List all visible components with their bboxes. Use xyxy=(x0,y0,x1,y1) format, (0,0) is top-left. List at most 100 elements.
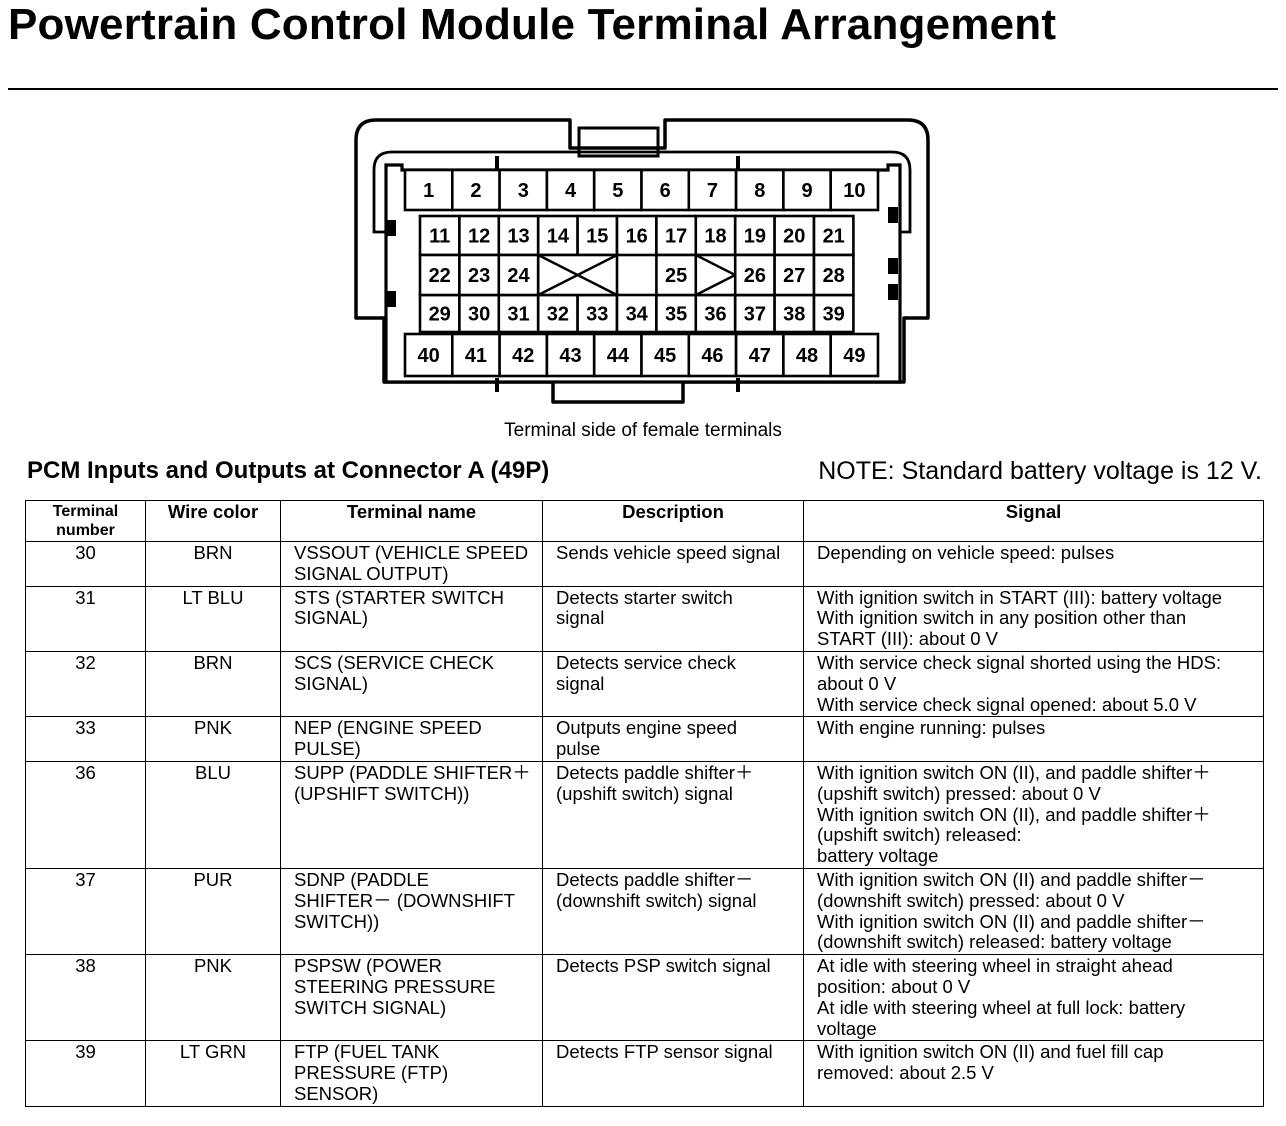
connector-outer-shell xyxy=(354,118,930,404)
terminal-46: 46 xyxy=(687,332,738,378)
terminal-29: 29 xyxy=(418,293,461,334)
terminal-number: 14 xyxy=(547,226,570,248)
terminal-27: 27 xyxy=(773,253,816,297)
terminal-6: 6 xyxy=(640,168,691,212)
terminal-38: 38 xyxy=(773,293,816,334)
terminal-number: 25 xyxy=(665,265,687,287)
terminal-number: 3 xyxy=(518,180,529,202)
terminal-20: 20 xyxy=(773,214,816,257)
pcm-io-table: Terminal number Wire color Terminal name… xyxy=(25,500,1264,1107)
terminal-3: 3 xyxy=(498,168,549,212)
terminal-number: 31 xyxy=(507,304,529,326)
terminal-45: 45 xyxy=(640,332,691,378)
terminal-number: 48 xyxy=(796,345,818,367)
terminal-name-cell: SUPP (PADDLE SHIFTER＋(UPSHIFT SWITCH)) xyxy=(280,760,543,869)
description-cell: Sends vehicle speed signal xyxy=(542,541,804,587)
signal-cell: With ignition switch ON (II) and fuel fi… xyxy=(803,1040,1264,1107)
terminal-number-cell: 37 xyxy=(25,867,146,956)
terminal-number: 32 xyxy=(547,304,569,326)
terminal-33: 33 xyxy=(576,293,619,334)
terminal-number: 43 xyxy=(559,345,581,367)
terminal-10: 10 xyxy=(829,168,880,212)
terminal-47: 47 xyxy=(734,332,785,378)
signal-cell: With ignition switch ON (II) and paddle … xyxy=(803,867,1264,956)
terminal-number: 33 xyxy=(586,304,608,326)
terminal-number: 35 xyxy=(665,304,687,326)
key-right-lower xyxy=(888,284,898,300)
terminal-number-cell: 33 xyxy=(25,716,146,762)
description-cell: Detects PSP switch signal xyxy=(542,954,804,1042)
wire-color-cell: BLU xyxy=(145,760,281,869)
terminal-15: 15 xyxy=(576,214,619,257)
terminal-37: 37 xyxy=(733,293,776,334)
wire-color-cell: LT GRN xyxy=(145,1040,281,1107)
terminal-number: 49 xyxy=(843,345,865,367)
terminal-number: 18 xyxy=(704,226,726,248)
wire-color-cell: PNK xyxy=(145,954,281,1042)
signal-cell: With ignition switch ON (II), and paddle… xyxy=(803,760,1264,869)
header-terminal-name: Terminal name xyxy=(280,500,543,542)
terminal-number: 36 xyxy=(704,304,726,326)
key-left-upper xyxy=(386,220,396,236)
terminal-number: 29 xyxy=(429,304,451,326)
key-right-upper xyxy=(888,207,898,223)
section-title: PCM Inputs and Outputs at Connector A (4… xyxy=(27,457,550,484)
terminal-number: 45 xyxy=(654,345,676,367)
description-cell: Detects paddle shifter－(downshift switch… xyxy=(542,867,804,956)
wire-color-cell: PUR xyxy=(145,867,281,956)
terminal-number: 16 xyxy=(626,226,648,248)
terminal-9: 9 xyxy=(782,168,833,212)
terminal-19: 19 xyxy=(733,214,776,257)
terminal-number: 20 xyxy=(783,226,805,248)
key-left-lower xyxy=(386,291,396,307)
connector-latch xyxy=(577,126,660,158)
terminal-26: 26 xyxy=(733,253,776,297)
terminal-number: 46 xyxy=(701,345,723,367)
wire-color-cell: BRN xyxy=(145,650,281,718)
terminal-36: 36 xyxy=(694,293,737,334)
terminal-number: 47 xyxy=(749,345,771,367)
terminal-number: 39 xyxy=(823,304,845,326)
key-right-mid xyxy=(888,258,898,274)
terminal-34: 34 xyxy=(615,293,658,334)
terminal-23: 23 xyxy=(458,253,501,297)
terminal-number: 34 xyxy=(626,304,649,326)
description-cell: Detects FTP sensor signal xyxy=(542,1040,804,1107)
table-header-row: Terminal number Wire color Terminal name… xyxy=(25,500,1264,542)
terminal-number: 41 xyxy=(465,345,487,367)
terminal-22: 22 xyxy=(418,253,461,297)
terminal-30: 30 xyxy=(458,293,501,334)
terminal-16: 16 xyxy=(615,214,658,257)
terminal-number: 6 xyxy=(660,180,671,202)
wire-color-cell: PNK xyxy=(145,716,281,762)
terminal-number: 4 xyxy=(565,180,577,202)
terminal-number-cell: 38 xyxy=(25,954,146,1042)
terminal-25: 25 xyxy=(655,253,698,297)
terminal-number: 21 xyxy=(823,226,845,248)
terminal-44: 44 xyxy=(592,332,643,378)
voltage-note: NOTE: Standard battery voltage is 12 V. xyxy=(818,457,1262,485)
blank-terminal-block xyxy=(536,253,619,297)
terminal-28: 28 xyxy=(812,253,855,297)
terminal-number: 37 xyxy=(744,304,766,326)
terminal-number: 1 xyxy=(423,180,434,202)
terminal-number: 2 xyxy=(470,180,481,202)
terminal-24: 24 xyxy=(497,253,540,297)
terminal-14: 14 xyxy=(536,214,579,257)
terminal-number: 38 xyxy=(783,304,805,326)
signal-cell: With service check signal shorted using … xyxy=(803,650,1264,718)
